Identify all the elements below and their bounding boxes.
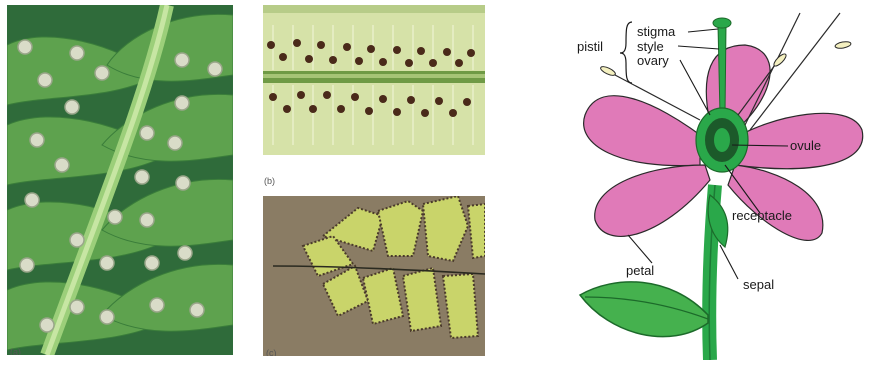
label-receptacle: receptacle [732, 208, 792, 223]
label-ovule: ovule [790, 138, 821, 153]
fern-sori-photo-b: (b) [263, 5, 485, 165]
fern-sori-photo-c: (c) [263, 196, 485, 356]
caption-c: (c) [266, 348, 277, 356]
label-ovary: ovary [637, 53, 669, 68]
caption-b-label: (b) [264, 176, 275, 186]
caption-a: (a) [10, 347, 21, 355]
label-sepal: sepal [743, 277, 774, 292]
label-petal: petal [626, 263, 654, 278]
fern-sori-photo-a: (a) [7, 5, 233, 355]
flower-diagram: pistil stigma style ovary ovule receptac… [560, 5, 878, 360]
label-stigma: stigma [637, 24, 675, 39]
label-pistil: pistil [577, 39, 603, 54]
label-style: style [637, 39, 664, 54]
